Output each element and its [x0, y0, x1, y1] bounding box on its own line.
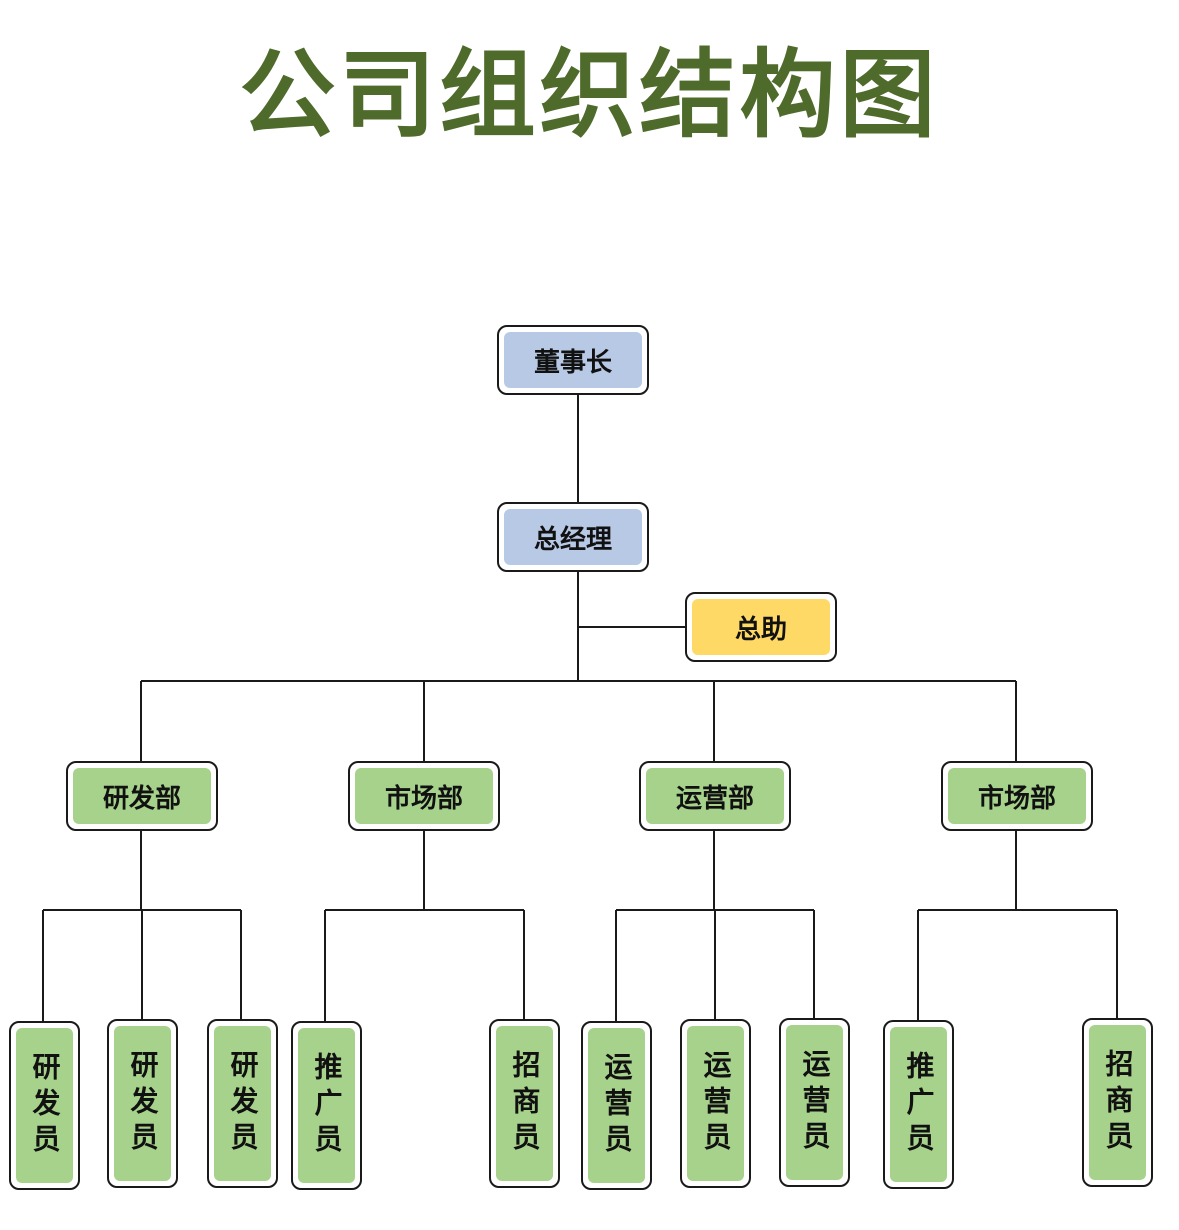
staff-node: 运营员 — [680, 1019, 751, 1188]
staff-label: 运营员 — [588, 1028, 645, 1183]
staff-label: 推广员 — [890, 1027, 947, 1182]
assistant-label: 总助 — [692, 599, 830, 655]
general-manager-label: 总经理 — [504, 509, 642, 565]
department-label: 运营部 — [646, 768, 784, 824]
staff-label: 运营员 — [687, 1026, 744, 1181]
general-manager-node: 总经理 — [497, 502, 649, 572]
staff-label: 招商员 — [1089, 1025, 1146, 1180]
assistant-node: 总助 — [685, 592, 837, 662]
staff-node: 运营员 — [779, 1018, 850, 1187]
staff-label: 研发员 — [114, 1026, 171, 1181]
staff-label: 运营员 — [786, 1025, 843, 1180]
department-node-operations: 运营部 — [639, 761, 791, 831]
staff-node: 招商员 — [489, 1019, 560, 1188]
department-label: 研发部 — [73, 768, 211, 824]
staff-label: 研发员 — [214, 1026, 271, 1181]
staff-node: 研发员 — [207, 1019, 278, 1188]
staff-node: 运营员 — [581, 1021, 652, 1190]
staff-node: 推广员 — [291, 1021, 362, 1190]
page-title: 公司组织结构图 — [239, 39, 940, 151]
chairman-node: 董事长 — [497, 325, 649, 395]
staff-node: 研发员 — [9, 1021, 80, 1190]
staff-label: 招商员 — [496, 1026, 553, 1181]
staff-node: 推广员 — [883, 1020, 954, 1189]
department-label: 市场部 — [355, 768, 493, 824]
staff-label: 推广员 — [298, 1028, 355, 1183]
department-node-marketing-2: 市场部 — [941, 761, 1093, 831]
staff-node: 招商员 — [1082, 1018, 1153, 1187]
chairman-label: 董事长 — [504, 332, 642, 388]
staff-node: 研发员 — [107, 1019, 178, 1188]
department-label: 市场部 — [948, 768, 1086, 824]
department-node-marketing: 市场部 — [348, 761, 500, 831]
staff-label: 研发员 — [16, 1028, 73, 1183]
department-node-rd: 研发部 — [66, 761, 218, 831]
